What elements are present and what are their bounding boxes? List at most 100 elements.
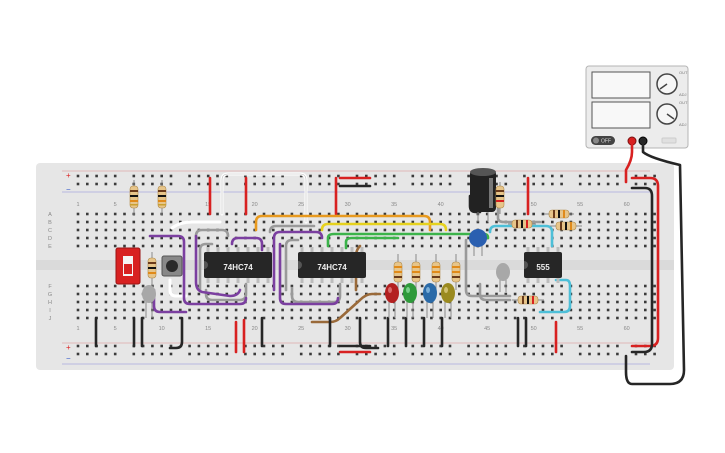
purple-wire[interactable] <box>152 288 188 314</box>
terminal-hole[interactable] <box>597 308 601 312</box>
rail-hole[interactable] <box>420 344 424 348</box>
rail-hole[interactable] <box>504 352 508 356</box>
rail-hole[interactable] <box>160 352 163 356</box>
terminal-hole[interactable] <box>504 236 508 240</box>
terminal-hole[interactable] <box>430 316 433 320</box>
orange-wire[interactable] <box>254 214 432 232</box>
rail-hole[interactable] <box>532 344 535 348</box>
terminal-hole[interactable] <box>513 236 517 240</box>
terminal-hole[interactable] <box>616 244 619 248</box>
rail-hole[interactable] <box>523 344 526 348</box>
terminal-hole[interactable] <box>262 316 266 320</box>
terminal-hole[interactable] <box>634 220 638 224</box>
terminal-hole[interactable] <box>485 212 489 216</box>
terminal-hole[interactable] <box>327 308 331 312</box>
rail-hole[interactable] <box>448 352 452 356</box>
rail-hole[interactable] <box>523 352 526 356</box>
terminal-hole[interactable] <box>653 220 656 224</box>
rail-hole[interactable] <box>169 174 173 178</box>
terminal-hole[interactable] <box>606 292 610 296</box>
terminal-hole[interactable] <box>383 316 387 320</box>
terminal-hole[interactable] <box>606 244 610 248</box>
terminal-hole[interactable] <box>551 220 554 224</box>
terminal-hole[interactable] <box>541 236 545 240</box>
terminal-hole[interactable] <box>169 236 173 240</box>
rail-hole[interactable] <box>169 344 173 348</box>
gray-wire[interactable] <box>496 204 542 224</box>
terminal-hole[interactable] <box>234 212 238 216</box>
terminal-hole[interactable] <box>374 284 377 288</box>
terminal-hole[interactable] <box>634 236 638 240</box>
terminal-hole[interactable] <box>179 236 182 240</box>
terminal-hole[interactable] <box>476 316 480 320</box>
terminal-hole[interactable] <box>495 220 498 224</box>
terminal-hole[interactable] <box>458 220 461 224</box>
terminal-hole[interactable] <box>123 244 126 248</box>
rail-hole[interactable] <box>327 182 331 186</box>
chip-555[interactable]: 555 <box>524 247 562 283</box>
rail-hole[interactable] <box>216 344 219 348</box>
terminal-hole[interactable] <box>458 212 461 216</box>
terminal-hole[interactable] <box>206 316 210 320</box>
terminal-hole[interactable] <box>346 244 349 248</box>
terminal-hole[interactable] <box>234 308 238 312</box>
terminal-hole[interactable] <box>606 284 610 288</box>
rail-hole[interactable] <box>560 182 563 186</box>
cyan-wire[interactable] <box>538 278 572 314</box>
terminal-hole[interactable] <box>504 228 508 232</box>
terminal-hole[interactable] <box>420 308 424 312</box>
terminal-hole[interactable] <box>327 220 331 224</box>
rail-hole[interactable] <box>318 352 322 356</box>
terminal-hole[interactable] <box>253 316 256 320</box>
terminal-hole[interactable] <box>179 228 182 232</box>
rail-hole[interactable] <box>299 174 303 178</box>
terminal-hole[interactable] <box>495 236 498 240</box>
rail-hole[interactable] <box>188 344 191 348</box>
terminal-hole[interactable] <box>653 212 656 216</box>
terminal-hole[interactable] <box>625 236 628 240</box>
rail-hole[interactable] <box>411 174 415 178</box>
terminal-hole[interactable] <box>439 236 442 240</box>
terminal-hole[interactable] <box>225 236 229 240</box>
terminal-hole[interactable] <box>365 284 368 288</box>
terminal-hole[interactable] <box>365 212 368 216</box>
terminal-hole[interactable] <box>290 284 294 288</box>
terminal-hole[interactable] <box>402 316 405 320</box>
terminal-hole[interactable] <box>290 244 294 248</box>
terminal-hole[interactable] <box>132 228 136 232</box>
terminal-hole[interactable] <box>467 244 470 248</box>
terminal-hole[interactable] <box>597 284 601 288</box>
terminal-hole[interactable] <box>634 292 638 296</box>
rail-hole[interactable] <box>578 174 582 178</box>
terminal-hole[interactable] <box>318 244 322 248</box>
terminal-hole[interactable] <box>625 292 628 296</box>
resistor[interactable] <box>393 254 403 290</box>
terminal-hole[interactable] <box>383 244 387 248</box>
terminal-hole[interactable] <box>420 300 424 304</box>
terminal-hole[interactable] <box>290 236 294 240</box>
terminal-hole[interactable] <box>206 284 210 288</box>
rail-hole[interactable] <box>337 352 340 356</box>
terminal-hole[interactable] <box>532 228 535 232</box>
terminal-hole[interactable] <box>513 244 517 248</box>
terminal-hole[interactable] <box>244 228 247 232</box>
terminal-hole[interactable] <box>216 300 219 304</box>
terminal-hole[interactable] <box>634 316 638 320</box>
terminal-hole[interactable] <box>448 228 452 232</box>
resistor[interactable] <box>495 182 505 214</box>
rail-hole[interactable] <box>141 352 145 356</box>
terminal-hole[interactable] <box>318 236 322 240</box>
terminal-hole[interactable] <box>281 292 284 296</box>
terminal-hole[interactable] <box>439 220 442 224</box>
terminal-hole[interactable] <box>644 236 647 240</box>
rail-hole[interactable] <box>309 352 312 356</box>
terminal-hole[interactable] <box>318 212 322 216</box>
gray-wire[interactable] <box>194 228 230 238</box>
terminal-hole[interactable] <box>578 212 582 216</box>
terminal-hole[interactable] <box>392 228 396 232</box>
rail-hole[interactable] <box>588 174 591 178</box>
rail-hole[interactable] <box>430 174 433 178</box>
terminal-hole[interactable] <box>578 292 582 296</box>
terminal-hole[interactable] <box>244 316 247 320</box>
purple-wire[interactable] <box>148 234 248 306</box>
